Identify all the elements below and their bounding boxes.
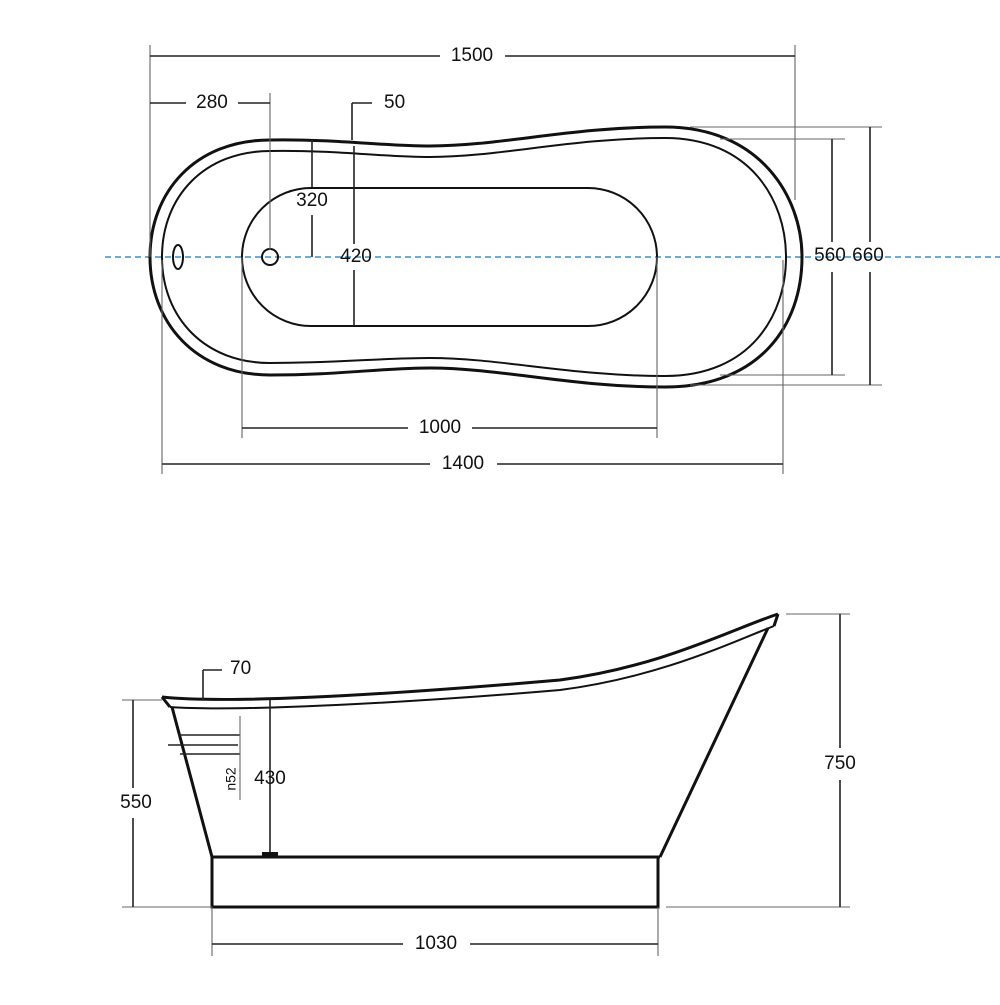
- overflow-outlet: [172, 244, 184, 270]
- drain-fitting: [262, 852, 278, 858]
- dim-inner-width: 560: [720, 138, 846, 376]
- dim-rim-length-label: 1400: [442, 453, 484, 474]
- dim-basin-length: 1000: [241, 257, 658, 438]
- overflow-pipe: [168, 716, 241, 800]
- dim-drain-height: 430: [254, 700, 286, 852]
- rim-top: [161, 612, 779, 701]
- rim-right-cap: [772, 613, 780, 627]
- dim-overall-length: 1500: [149, 45, 796, 257]
- dim-drain-offset-label: 280: [196, 92, 228, 113]
- dim-drain-height-label: 430: [254, 768, 286, 789]
- dim-rim-length: 1400: [161, 260, 784, 474]
- rim-lower-edge: [169, 625, 775, 710]
- dim-rim-offset-label: 50: [384, 92, 405, 113]
- dim-rim-thickness: 70: [202, 658, 251, 700]
- dim-drain-size-label: n52: [223, 767, 239, 791]
- dim-drain-to-wall-label: 320: [296, 190, 328, 211]
- inner-rim: [160, 136, 788, 378]
- rim-left-cap: [160, 696, 172, 708]
- top-view: 1500 280 50 320 420: [105, 45, 1000, 474]
- dim-overall-length-label: 1500: [451, 45, 493, 66]
- dim-base-length: 1030: [211, 907, 659, 956]
- dim-basin-length-label: 1000: [419, 417, 461, 438]
- dim-rim-offset: 50: [351, 92, 405, 140]
- dim-base-length-label: 1030: [415, 933, 457, 954]
- dim-basin-width: 420: [340, 146, 372, 326]
- tub-left-wall: [170, 706, 214, 858]
- dim-low-end-height-label: 550: [120, 792, 152, 813]
- side-view: n52 70 430 550 750: [120, 612, 856, 956]
- plinth-base: [210, 855, 660, 909]
- dim-overall-width: 660: [690, 126, 884, 386]
- dim-rim-thickness-label: 70: [230, 658, 251, 679]
- dim-drain-to-wall: 320: [296, 140, 328, 257]
- outer-rim: [148, 125, 804, 389]
- dim-overall-width-label: 660: [852, 245, 884, 266]
- dim-high-end-height-label: 750: [824, 753, 856, 774]
- dim-drain-offset: 280: [150, 92, 271, 250]
- tub-right-wall: [658, 627, 770, 858]
- dim-basin-width-label: 420: [340, 246, 372, 267]
- dim-inner-width-label: 560: [814, 245, 846, 266]
- dim-high-end-height: 750: [666, 613, 856, 908]
- dim-low-end-height: 550: [120, 699, 212, 908]
